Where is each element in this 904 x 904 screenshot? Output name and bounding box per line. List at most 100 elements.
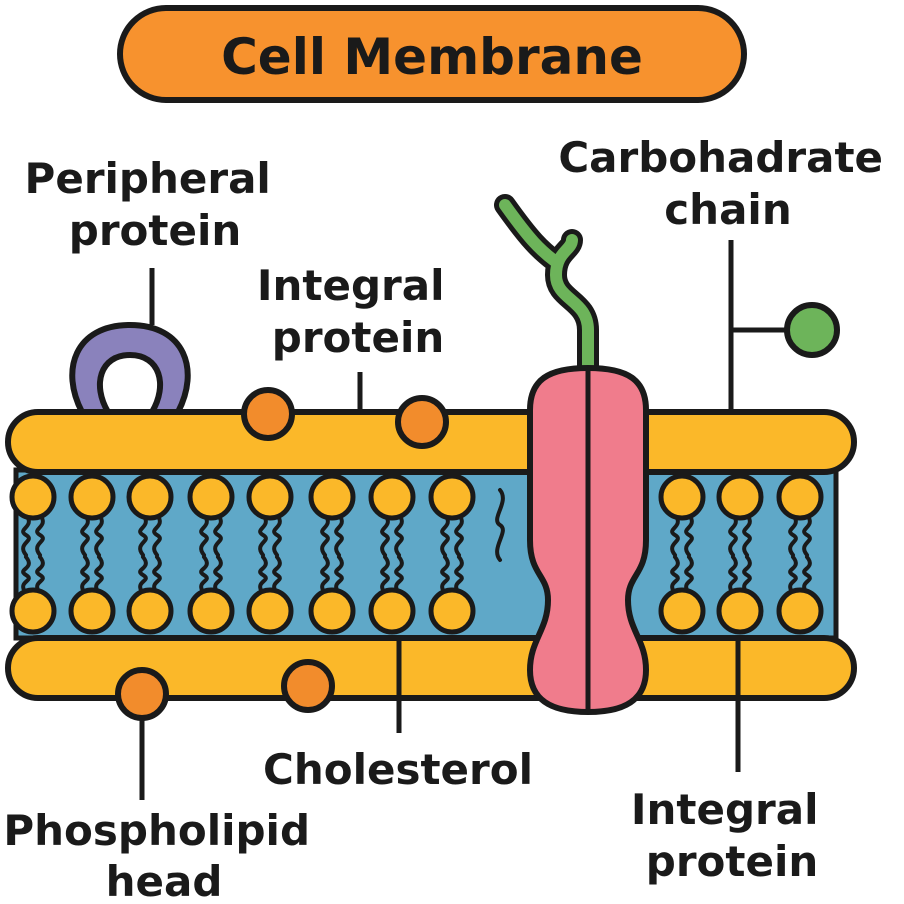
label-integral-bottom-line1: Integral [631,785,819,834]
lipid-tail [670,513,680,557]
lipid-tail [199,555,209,595]
lipid-tail [394,555,404,595]
label-integral-bottom-line2: protein [646,837,819,886]
lipid-tail [152,555,162,595]
lipid-tail [272,555,282,595]
label-integral-top-line1: Integral [257,261,445,310]
phospholipid-head [658,587,706,635]
label-carbohydrate-line2: chain [664,185,791,234]
phospholipid-head [776,587,824,635]
phospholipid-head [716,587,764,635]
lipid-tail [258,513,268,557]
lipid-tail [802,555,812,595]
lipid-tail [21,555,31,595]
lipid-tail [380,555,390,595]
lipid-tail [80,513,90,557]
phospholipid-head [68,587,116,635]
title-banner: Cell Membrane [117,5,747,103]
label-carbohydrate-chain: Carbohadrate chain [558,133,897,234]
lipid-tail [138,513,148,557]
phospholipid-head [246,473,294,521]
lipid-tail [684,513,694,557]
phospholipid-head [187,587,235,635]
lipid-tail [213,555,223,595]
phospholipid-head [776,473,824,521]
label-phospholipid-head: Phospholipid head [3,806,324,904]
phospholipid-head [658,473,706,521]
lipid-tail [21,513,31,557]
cholesterol-dot [241,387,295,441]
page-title: Cell Membrane [221,28,643,86]
phospholipid-head [428,587,476,635]
lipid-tail [35,555,45,595]
lipid-tail [320,555,330,595]
lipid-tail [272,513,282,557]
lipid-tails [21,488,812,595]
title-background [117,5,747,103]
lipid-tail [213,513,223,557]
lipid-tail [742,555,752,595]
lipid-tail [94,555,104,595]
phospholipid-heads [9,473,824,635]
phospholipid-head [368,587,416,635]
lipid-tail [802,513,812,557]
lipid-tail [495,488,505,562]
lipid-tail [138,555,148,595]
lipid-tail [334,555,344,595]
label-peripheral-protein-line2: protein [69,206,242,255]
phospholipid-head [308,473,356,521]
label-phospholipid-line1: Phospholipid [3,806,310,855]
lipid-tail [320,513,330,557]
phospholipid-head [428,473,476,521]
carbohydrate-chain [494,194,599,383]
label-integral-top-line2: protein [272,313,445,362]
lipid-tail [684,555,694,595]
lipid-tail [788,555,798,595]
leader-lines [139,240,788,800]
label-peripheral-protein-line1: Peripheral [25,154,271,203]
peripheral-protein [69,322,191,415]
carbohydrate-chain-stroke [499,199,594,378]
label-integral-protein-top: Integral protein [257,261,459,362]
lipid-tail [788,513,798,557]
lipid-tail [728,513,738,557]
lipid-tail [94,513,104,557]
label-peripheral-protein: Peripheral protein [25,154,286,255]
lipid-tail [440,513,450,557]
lipid-tail [258,555,268,595]
phospholipid-head [308,587,356,635]
cholesterol-dot [115,667,169,721]
phospholipid-head [9,473,57,521]
label-integral-protein-bottom: Integral protein [631,785,833,886]
phospholipid-head [126,473,174,521]
lipid-tail [454,513,464,557]
lipid-tail [742,513,752,557]
phospholipid-head [187,473,235,521]
phospholipid-head [68,473,116,521]
peripheral-protein-shape [69,322,191,415]
lipid-tail [380,513,390,557]
lipid-tail [454,555,464,595]
phospholipid-head [368,473,416,521]
lipid-tail [80,555,90,595]
integral-protein [527,365,649,715]
label-phospholipid-line2: head [106,857,223,904]
cholesterol-molecules [115,387,449,721]
lipid-tail [394,513,404,557]
cholesterol-dot [281,659,335,713]
lipid-tail [152,513,162,557]
cholesterol-dot [395,395,449,449]
label-carbohydrate-line1: Carbohadrate [558,133,883,182]
phospholipid-head [9,587,57,635]
lipid-tail [35,513,45,557]
label-cholesterol: Cholesterol [263,745,533,794]
phospholipid-head [716,473,764,521]
carbohydrate-sugar-dot [784,302,840,358]
lipid-tail [334,513,344,557]
lipid-tail [440,555,450,595]
phospholipid-head [246,587,294,635]
lipid-tail [728,555,738,595]
lipid-tail [670,555,680,595]
lipid-tail [199,513,209,557]
